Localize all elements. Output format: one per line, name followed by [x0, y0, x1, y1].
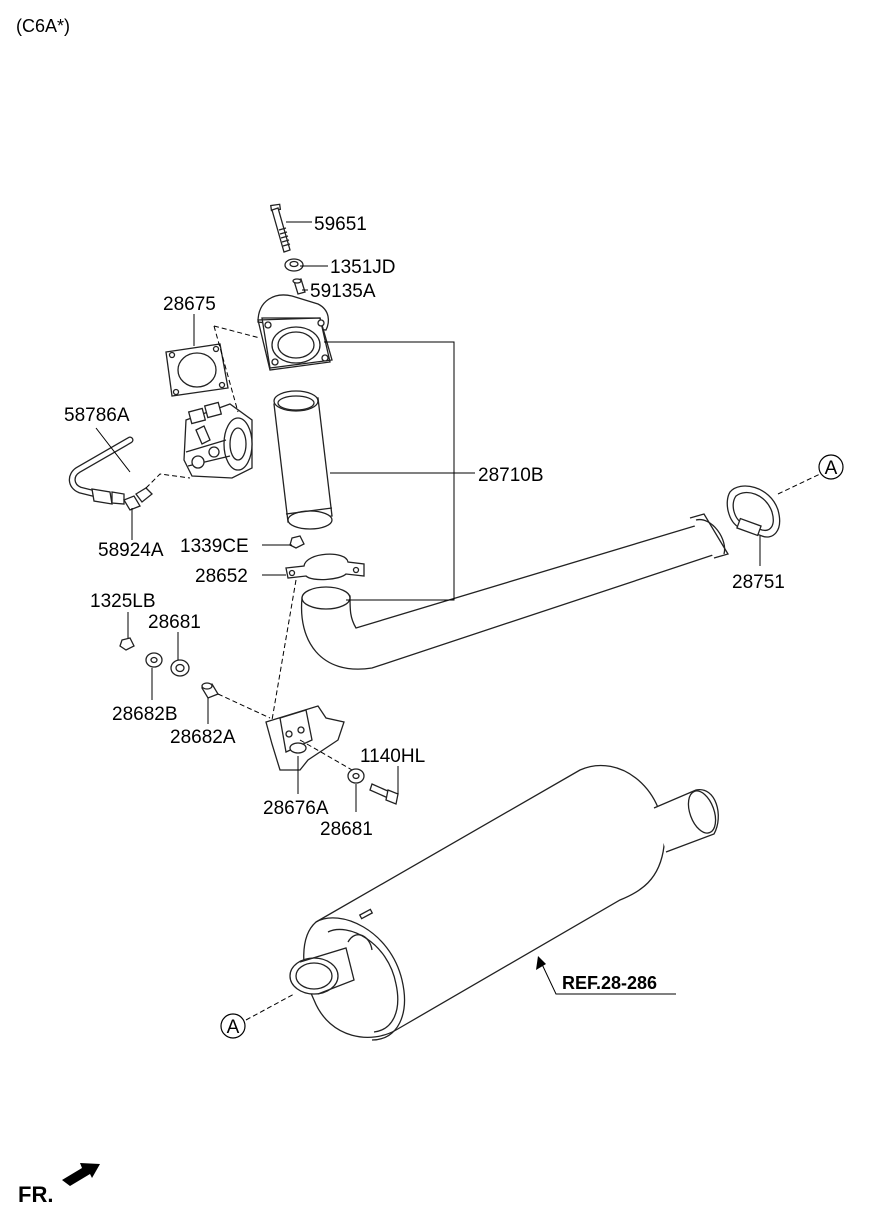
connector-leader-lower [245, 993, 295, 1021]
exhaust-brake-unit-drawing [183, 401, 253, 479]
label-59651: 59651 [314, 214, 367, 235]
connector-a-lower: A [220, 1013, 246, 1039]
bushing-28681-upper-drawing [170, 659, 190, 677]
connector-leader-upper [777, 473, 821, 495]
alignment-line-collar [217, 693, 271, 719]
label-28676a: 28676A [263, 798, 329, 819]
nut-1339ce-drawing [289, 535, 305, 549]
front-label: FR. [18, 1182, 53, 1207]
collar-28682a-drawing [201, 682, 219, 699]
label-28675: 28675 [163, 294, 216, 315]
label-1339ce: 1339CE [180, 536, 249, 557]
ref-arrowhead [536, 956, 546, 970]
label-1351jd: 1351JD [330, 257, 396, 278]
label-28652: 28652 [195, 566, 248, 587]
ref-leader [539, 959, 676, 995]
tube-58786a-drawing [68, 436, 134, 505]
connector-a-upper-letter: A [825, 458, 838, 479]
gasket-28675-drawing [165, 343, 229, 397]
muffler-drawing [289, 764, 719, 1041]
flange-assembly-drawing [257, 294, 333, 371]
connector-a-lower-letter: A [227, 1017, 240, 1038]
reference-label: REF.28-286 [562, 973, 657, 993]
clamp-28751-drawing [726, 485, 781, 538]
bracket-28676a-drawing [265, 705, 353, 771]
sleeve-59135a-drawing [292, 278, 306, 295]
washer-28682b-drawing [145, 652, 163, 668]
label-58786a: 58786A [64, 405, 130, 426]
label-28682b: 28682B [112, 704, 178, 725]
leader-lines [95, 221, 761, 812]
label-28681-upper: 28681 [148, 612, 201, 633]
bracket-28652-drawing [285, 553, 365, 581]
bolt-1140hl-drawing [369, 783, 399, 805]
washer-28681-lower-drawing [347, 768, 365, 784]
front-arrow-icon [62, 1163, 100, 1186]
label-58924a: 58924A [98, 540, 164, 561]
hose-line [145, 473, 191, 489]
label-28710b: 28710B [478, 465, 544, 486]
label-28751: 28751 [732, 572, 785, 593]
bent-pipe-drawing [300, 513, 729, 670]
model-code: (C6A*) [16, 16, 70, 36]
nut-1325lb-drawing [119, 637, 135, 651]
label-28681-lower: 28681 [320, 819, 373, 840]
pipe-28710b-drawing [273, 390, 333, 530]
nut-1351jd-drawing [284, 258, 304, 272]
bolt-59651-drawing [270, 203, 291, 253]
label-28682a: 28682A [170, 727, 236, 748]
label-1140hl: 1140HL [360, 746, 425, 767]
connector-a-upper: A [818, 454, 844, 480]
label-1325lb: 1325LB [90, 591, 156, 612]
alignment-line-bracket [271, 579, 297, 721]
elbow-58924a-drawing [123, 487, 153, 511]
alignment-line-gasket [213, 325, 261, 339]
alignment-line-unit [213, 325, 239, 413]
label-59135a: 59135A [310, 281, 376, 302]
